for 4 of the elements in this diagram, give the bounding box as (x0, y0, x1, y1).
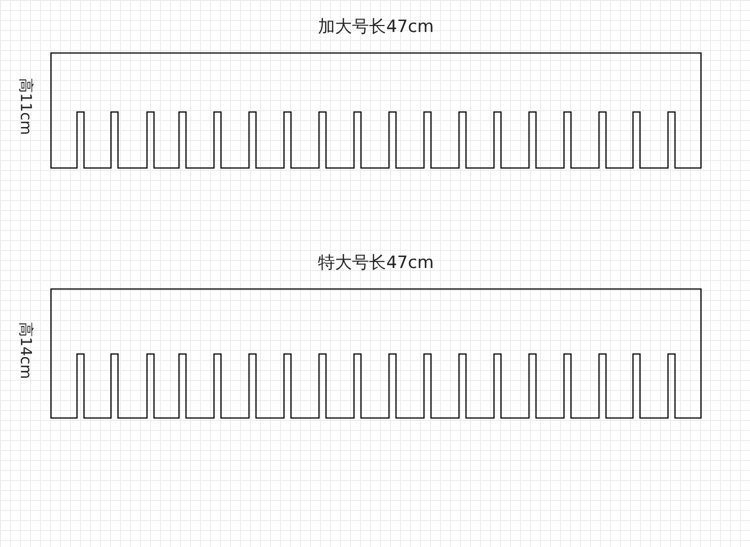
part-title: 特大号长47cm (317, 252, 435, 274)
height-label: 高11cm (16, 78, 36, 135)
height-label: 高14cm (16, 322, 36, 379)
part-title: 加大号长47cm (317, 16, 435, 38)
